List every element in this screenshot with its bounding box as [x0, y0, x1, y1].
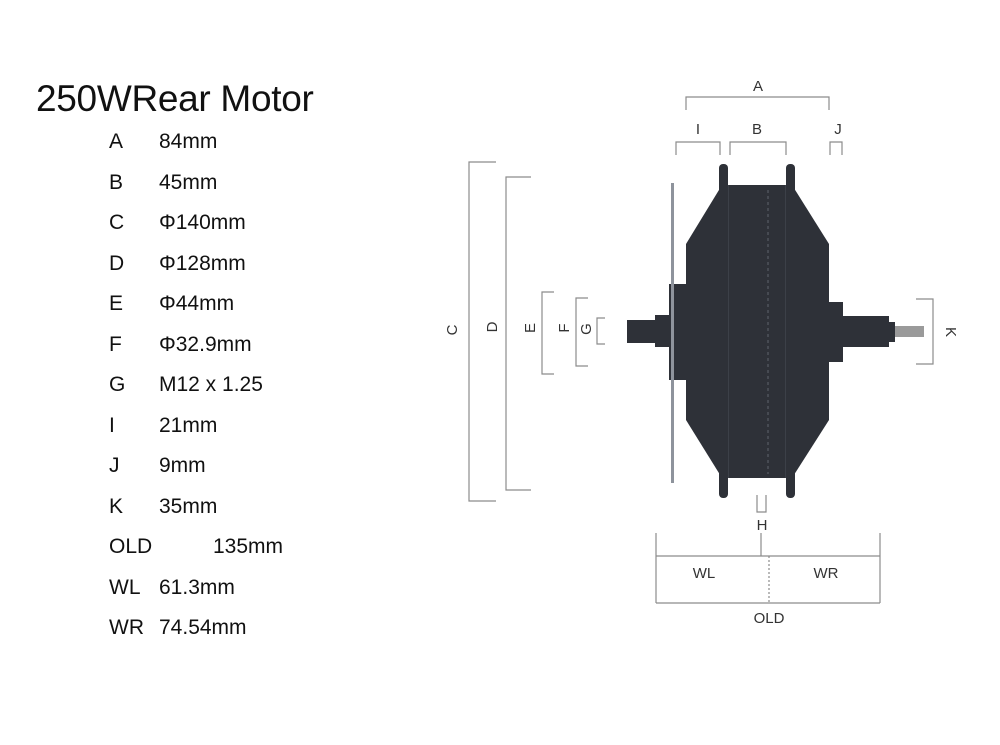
spec-value: Φ32.9mm: [159, 333, 252, 356]
right-flange: [786, 164, 795, 498]
label-e: E: [522, 323, 539, 333]
spec-value: 135mm: [213, 535, 284, 558]
spec-value: 45mm: [159, 171, 218, 194]
spec-label: K: [109, 495, 124, 518]
spec-value: Φ128mm: [159, 252, 246, 275]
left-hub-step: [669, 284, 691, 380]
spec-label: WL: [109, 576, 141, 599]
cable-exit: [895, 326, 924, 337]
label-g: G: [578, 323, 595, 335]
spec-label: E: [109, 292, 124, 315]
dim-g-bracket: [596, 317, 605, 345]
spec-label: I: [109, 414, 115, 437]
left-axle: [627, 320, 659, 343]
spec-value: 84mm: [159, 130, 218, 153]
spec-label: J: [109, 454, 120, 477]
dim-j-bracket: [829, 141, 843, 155]
spec-value: 21mm: [159, 414, 218, 437]
dim-b-bracket: [729, 141, 787, 155]
spec-label: F: [109, 333, 122, 356]
label-k: K: [942, 327, 959, 337]
spec-value: 9mm: [159, 454, 206, 477]
motor-body: [686, 185, 829, 478]
dim-c-bracket: [468, 161, 496, 502]
spec-label: OLD: [109, 535, 153, 558]
label-wl: WL: [693, 565, 716, 582]
dim-h-bracket: [756, 495, 767, 513]
label-i: I: [696, 121, 700, 138]
left-plate: [671, 183, 674, 483]
dim-i-bracket: [675, 141, 721, 155]
spec-value: 74.54mm: [159, 616, 247, 639]
dimension-lines: [468, 96, 934, 604]
label-f: F: [556, 323, 573, 332]
spec-label: C: [109, 211, 125, 234]
left-axle-nut: [655, 315, 671, 347]
label-a: A: [753, 78, 763, 95]
motor-illustration: [627, 164, 924, 498]
dim-a-bracket: [685, 96, 830, 110]
spec-label: G: [109, 373, 126, 396]
spec-label: A: [109, 130, 124, 153]
dim-e-bracket: [541, 291, 554, 375]
spec-value: 35mm: [159, 495, 218, 518]
right-axle: [841, 316, 889, 347]
spec-value: Φ44mm: [159, 292, 235, 315]
spec-label: D: [109, 252, 125, 275]
spec-value: M12 x 1.25: [159, 373, 263, 396]
spec-label: B: [109, 171, 124, 194]
dim-d-bracket: [505, 176, 531, 491]
label-h: H: [757, 517, 768, 534]
label-wr: WR: [814, 565, 839, 582]
spec-value: Φ140mm: [159, 211, 246, 234]
label-old: OLD: [754, 610, 785, 627]
right-axle-tip: [887, 322, 895, 342]
dim-f-bracket: [575, 297, 588, 367]
label-d: D: [484, 321, 501, 332]
left-flange: [719, 164, 728, 498]
spec-value: 61.3mm: [159, 576, 235, 599]
label-c: C: [444, 324, 461, 335]
dimension-labels: A I B J C D E F G K H WL WR OLD: [444, 78, 959, 627]
right-hub-step: [827, 302, 843, 362]
dim-k-bracket: [916, 298, 934, 365]
label-j: J: [834, 121, 842, 138]
label-b: B: [752, 121, 762, 138]
page-title: 250WRear Motor: [36, 78, 314, 119]
spec-label: WR: [109, 616, 144, 639]
